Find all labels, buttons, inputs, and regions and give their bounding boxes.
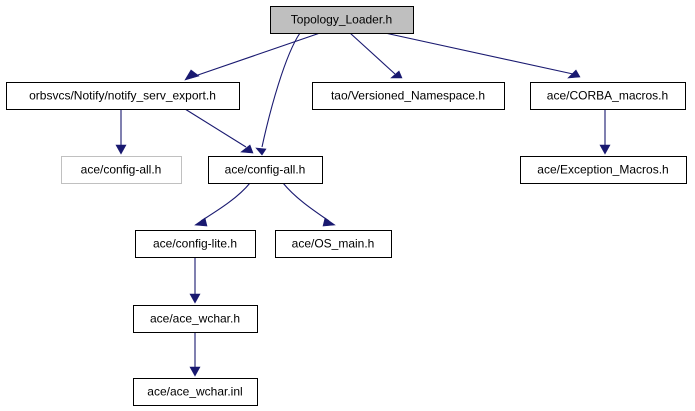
graph-node[interactable]: ace/config-lite.h bbox=[135, 230, 256, 258]
edge-line bbox=[282, 182, 330, 222]
arrowhead-icon bbox=[599, 144, 611, 155]
node-label: ace/ace_wchar.inl bbox=[147, 385, 242, 399]
graph-edge bbox=[349, 32, 403, 79]
node-label: ace/Exception_Macros.h bbox=[537, 163, 668, 177]
graph-node[interactable]: ace/ace_wchar.inl bbox=[133, 378, 258, 406]
node-label: ace/config-lite.h bbox=[153, 237, 237, 251]
arrowhead-icon bbox=[255, 147, 267, 156]
edge-line bbox=[200, 182, 251, 222]
arrowhead-icon bbox=[194, 217, 208, 227]
node-box[interactable] bbox=[133, 305, 258, 333]
graph-node[interactable]: tao/Versioned_Namespace.h bbox=[312, 82, 505, 110]
arrowhead-icon bbox=[189, 366, 201, 377]
graph-edge bbox=[255, 32, 301, 156]
node-box[interactable] bbox=[520, 156, 687, 184]
graph-node[interactable]: ace/config-all.h bbox=[61, 156, 182, 184]
arrowhead-icon bbox=[184, 69, 200, 81]
graph-edge bbox=[194, 182, 251, 227]
node-box[interactable] bbox=[275, 230, 392, 258]
edges-layer bbox=[115, 32, 611, 377]
graph-node[interactable]: ace/ace_wchar.h bbox=[133, 305, 258, 333]
node-label: Topology_Loader.h bbox=[291, 13, 392, 27]
node-label: tao/Versioned_Namespace.h bbox=[331, 89, 485, 103]
graph-node[interactable]: ace/OS_main.h bbox=[275, 230, 392, 258]
node-label: ace/OS_main.h bbox=[292, 237, 375, 251]
graph-node[interactable]: orbsvcs/Notify/notify_serv_export.h bbox=[6, 82, 240, 110]
edge-line bbox=[194, 32, 321, 77]
node-label: orbsvcs/Notify/notify_serv_export.h bbox=[29, 89, 216, 103]
graph-edge bbox=[115, 109, 127, 155]
node-box[interactable] bbox=[133, 378, 258, 406]
graph-edge bbox=[189, 257, 201, 304]
nodes-layer: Topology_Loader.h orbsvcs/Notify/notify_s… bbox=[6, 6, 687, 406]
node-box[interactable] bbox=[61, 156, 182, 184]
node-box[interactable] bbox=[208, 156, 323, 184]
graph-node[interactable]: ace/Exception_Macros.h bbox=[520, 156, 687, 184]
edge-line bbox=[184, 108, 247, 148]
node-box[interactable] bbox=[6, 82, 240, 110]
graph-node[interactable]: Topology_Loader.h bbox=[270, 6, 414, 34]
arrowhead-icon bbox=[115, 144, 127, 155]
node-label: ace/CORBA_macros.h bbox=[547, 89, 668, 103]
edge-line bbox=[349, 32, 396, 75]
graph-edge bbox=[189, 332, 201, 377]
node-label: ace/config-all.h bbox=[81, 163, 162, 177]
node-label: ace/config-all.h bbox=[225, 163, 306, 177]
arrowhead-icon bbox=[567, 69, 581, 79]
graph-edge bbox=[384, 32, 581, 79]
node-box[interactable] bbox=[312, 82, 505, 110]
edge-line bbox=[384, 32, 574, 75]
arrowhead-icon bbox=[240, 144, 254, 154]
graph-edge bbox=[184, 108, 254, 154]
arrowhead-icon bbox=[390, 70, 403, 79]
graph-edge bbox=[599, 109, 611, 155]
node-box[interactable] bbox=[270, 6, 414, 34]
graph-edge bbox=[184, 32, 321, 81]
edge-line bbox=[261, 32, 301, 148]
node-box[interactable] bbox=[530, 82, 686, 110]
graph-node[interactable]: ace/CORBA_macros.h bbox=[530, 82, 686, 110]
graph-node[interactable]: ace/config-all.h bbox=[208, 156, 323, 184]
graph-edge bbox=[282, 182, 336, 227]
node-label: ace/ace_wchar.h bbox=[150, 312, 240, 326]
arrowhead-icon bbox=[322, 217, 336, 227]
node-box[interactable] bbox=[135, 230, 256, 258]
arrowhead-icon bbox=[189, 293, 201, 304]
